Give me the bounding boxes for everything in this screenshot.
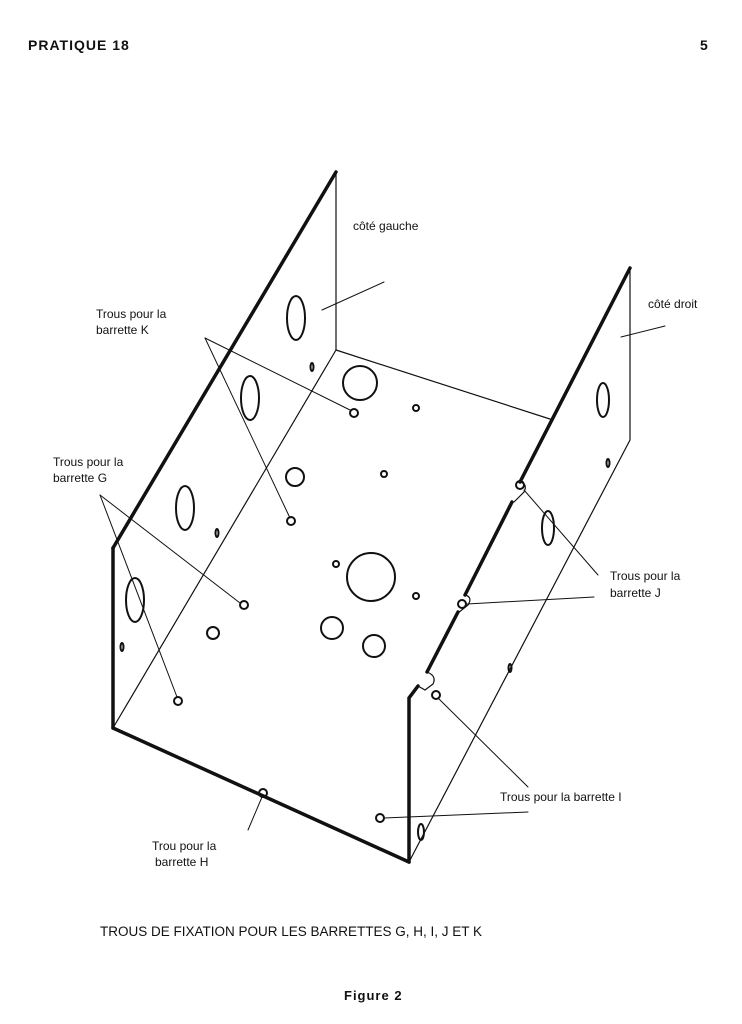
chassis-thin-edges bbox=[112, 171, 631, 863]
leader-lines bbox=[99, 281, 666, 831]
figure-number: Figure 2 bbox=[344, 988, 403, 1003]
label-holes-i: Trous pour la barrette I bbox=[500, 790, 622, 804]
label-holes-k-1: Trous pour la bbox=[96, 307, 167, 321]
label-right-side: côté droit bbox=[648, 297, 698, 311]
running-title: PRATIQUE 18 bbox=[28, 37, 130, 53]
label-holes-g-1: Trous pour la bbox=[53, 455, 124, 469]
label-hole-h-2: barrette H bbox=[155, 855, 208, 869]
label-holes-g-2: barrette G bbox=[53, 471, 107, 485]
page-number: 5 bbox=[700, 37, 709, 53]
label-hole-h-1: Trou pour la bbox=[152, 839, 217, 853]
chassis-thick-edges bbox=[111, 170, 632, 864]
label-holes-k-2: barrette K bbox=[96, 323, 149, 337]
label-holes-j-1: Trous pour la bbox=[610, 569, 681, 583]
label-left-side: côté gauche bbox=[353, 219, 419, 233]
label-holes-j-2: barrette J bbox=[610, 586, 661, 600]
figure-caption: TROUS DE FIXATION POUR LES BARRETTES G, … bbox=[100, 924, 483, 939]
